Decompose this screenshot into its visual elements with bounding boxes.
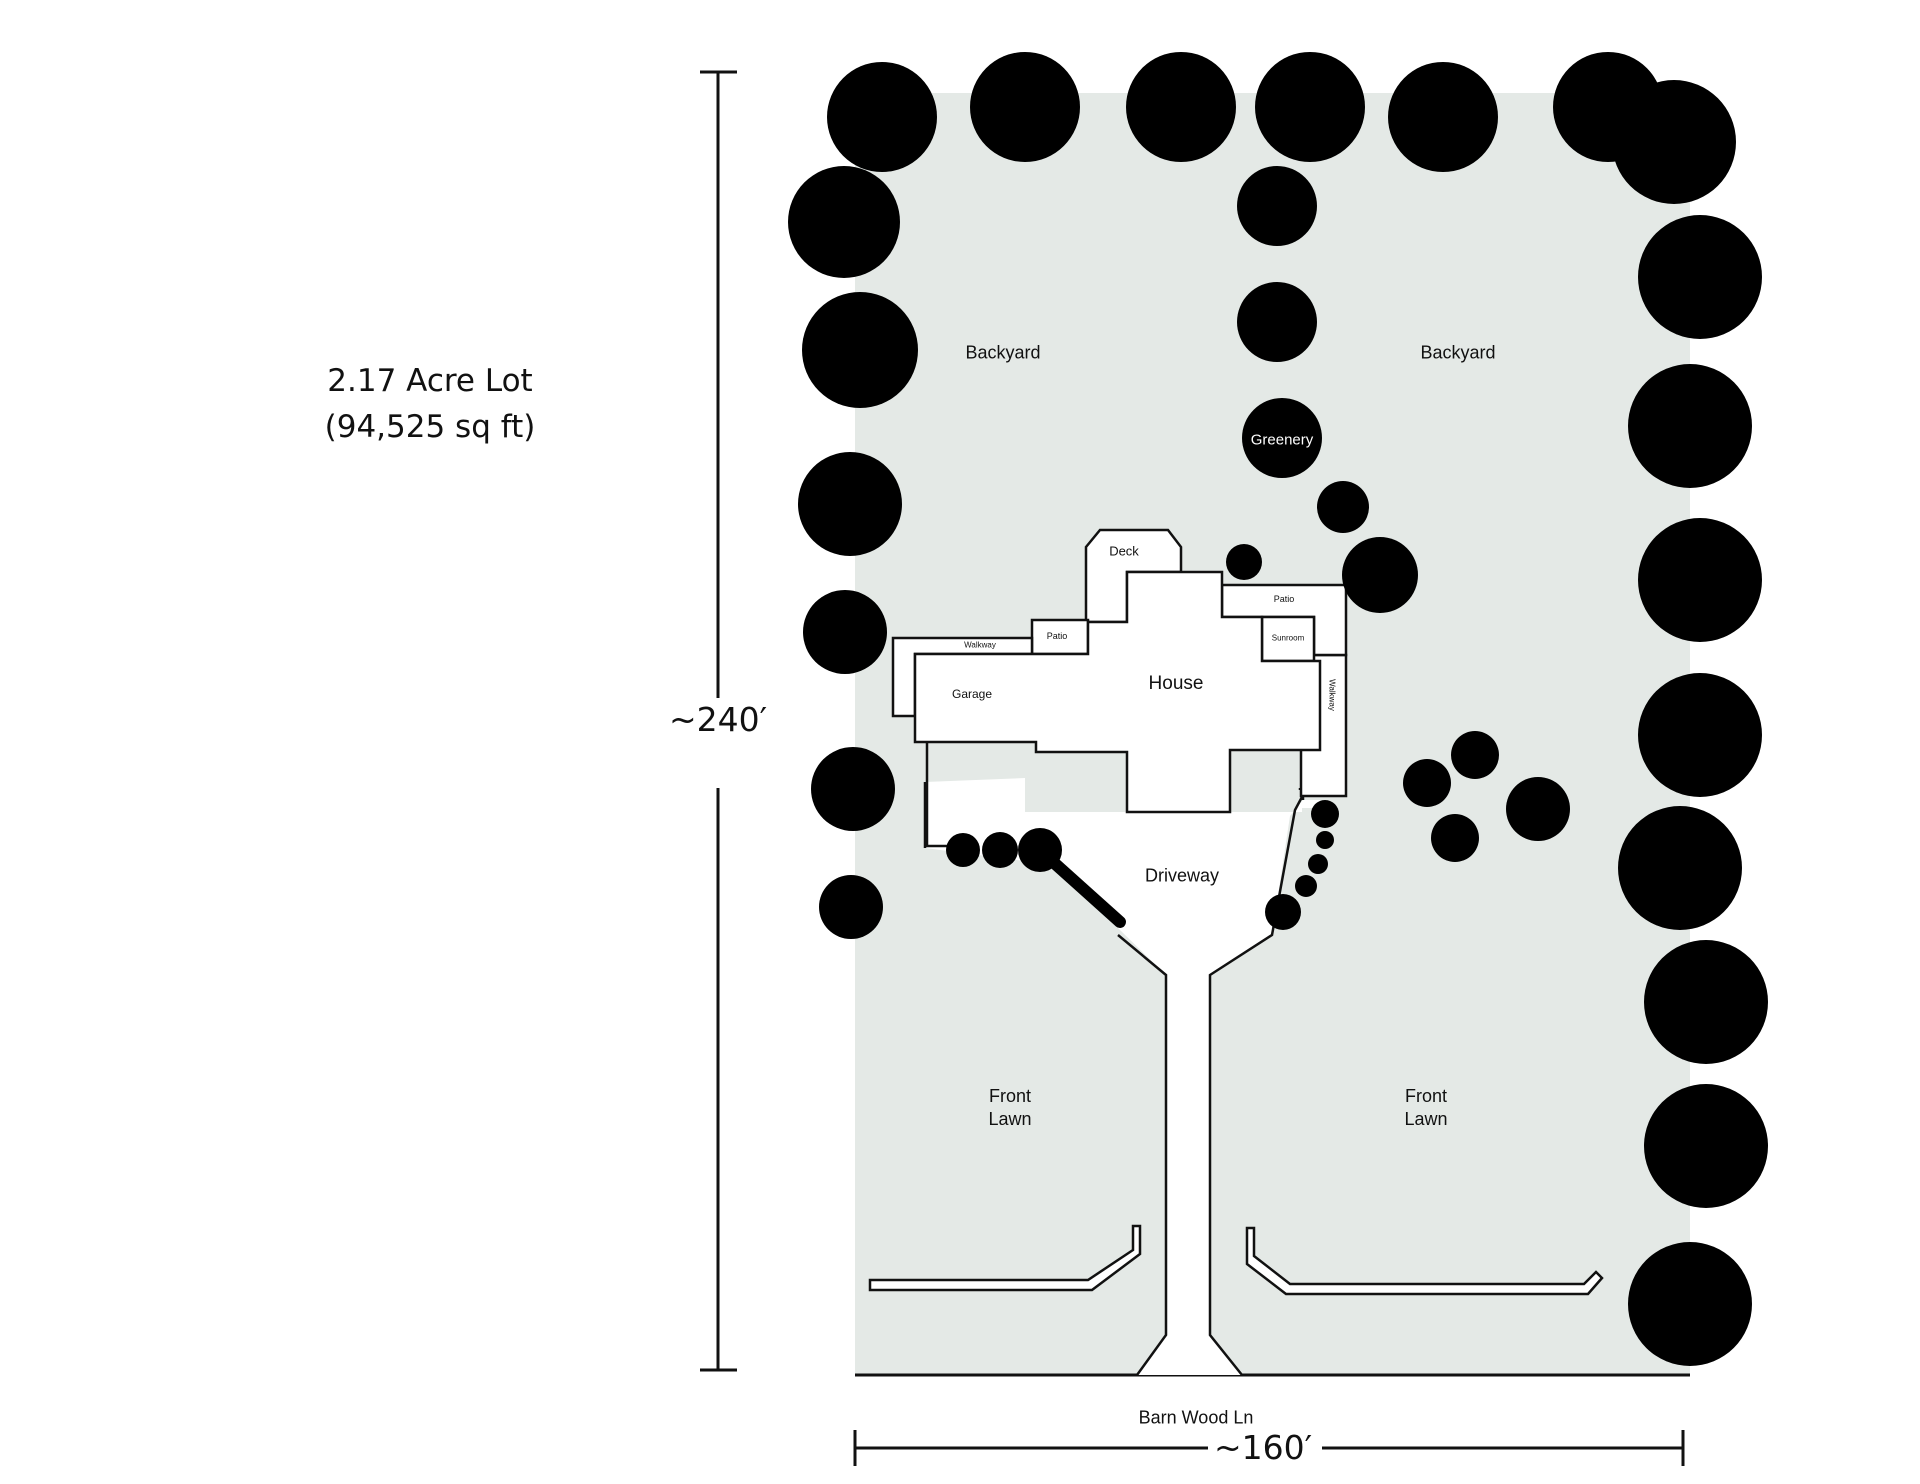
sunroom xyxy=(1260,615,1316,663)
backyard-left-label: Backyard xyxy=(965,342,1041,363)
lot-size-acres: 2.17 Acre Lot xyxy=(327,363,533,399)
tree xyxy=(1403,759,1451,807)
tree xyxy=(1638,215,1762,339)
greenery-label: Greenery xyxy=(1250,431,1314,449)
tree xyxy=(811,747,895,831)
front-lawn-left-line2: Lawn xyxy=(988,1109,1032,1129)
tree xyxy=(1644,940,1768,1064)
hedge-stem xyxy=(1036,846,1126,928)
garage-apron xyxy=(925,742,955,848)
lot-size-title: 2.17 Acre Lot (94,525 sq ft) xyxy=(300,358,560,450)
patio-left-label: Patio xyxy=(1046,631,1068,641)
patio-top-label: Patio xyxy=(1273,594,1295,604)
tree xyxy=(1237,282,1317,362)
driveway xyxy=(925,778,1320,1375)
deck-label: Deck xyxy=(1109,543,1139,559)
tree xyxy=(1342,537,1418,613)
walkway-left-label: Walkway xyxy=(964,640,996,650)
tree xyxy=(1431,814,1479,862)
tree xyxy=(1237,166,1317,246)
street-label: Barn Wood Ln xyxy=(1138,1407,1254,1428)
tree xyxy=(946,833,980,867)
height-dimension xyxy=(700,70,737,1372)
tree xyxy=(1308,854,1328,874)
tree xyxy=(1242,398,1322,478)
width-dimension xyxy=(853,1430,1685,1466)
front-lawn-right-line2: Lawn xyxy=(1404,1109,1448,1129)
tree xyxy=(1618,806,1742,930)
driveway-outline-left xyxy=(923,782,1168,1376)
tree xyxy=(1126,52,1236,162)
tree xyxy=(1255,52,1365,162)
tree xyxy=(827,62,937,172)
width-dimension-label: ~160′ xyxy=(1208,1428,1319,1467)
front-lawn-right-label: Front Lawn xyxy=(1404,1085,1447,1131)
garage-label: Garage xyxy=(951,687,993,701)
tree xyxy=(802,292,918,408)
tree xyxy=(819,875,883,939)
trees xyxy=(788,52,1768,1366)
driveway-label: Driveway xyxy=(1144,865,1220,886)
tree xyxy=(982,832,1018,868)
walkway-right-label: Walkway xyxy=(1327,679,1337,711)
tree xyxy=(1265,894,1301,930)
front-lawn-right-line1: Front xyxy=(1404,1086,1447,1106)
lot-size-sqft: (94,525 sq ft) xyxy=(324,409,536,445)
tree xyxy=(1638,673,1762,797)
tree xyxy=(1226,544,1262,580)
tree xyxy=(1451,731,1499,779)
tree xyxy=(788,166,900,278)
tree xyxy=(1316,831,1334,849)
height-dimension-label: ~240′ xyxy=(663,700,774,739)
tree xyxy=(798,452,902,556)
house xyxy=(913,570,1322,814)
sunroom-label: Sunroom xyxy=(1271,633,1305,643)
tree xyxy=(1388,62,1498,172)
front-lawn-left-line1: Front xyxy=(988,1086,1031,1106)
tree xyxy=(1612,80,1736,204)
tree xyxy=(1638,518,1762,642)
tree xyxy=(803,590,887,674)
tree xyxy=(1644,1084,1768,1208)
tree xyxy=(1628,1242,1752,1366)
front-lawn-left-label: Front Lawn xyxy=(988,1085,1031,1131)
tree xyxy=(1628,364,1752,488)
tree xyxy=(1295,875,1317,897)
garden-edging-left xyxy=(868,1224,1142,1292)
tree xyxy=(1311,800,1339,828)
house-label: House xyxy=(1148,673,1204,694)
garden-edging-right xyxy=(1245,1226,1604,1296)
tree xyxy=(970,52,1080,162)
tree xyxy=(1506,777,1570,841)
backyard-right-label: Backyard xyxy=(1420,342,1496,363)
tree xyxy=(1317,481,1369,533)
